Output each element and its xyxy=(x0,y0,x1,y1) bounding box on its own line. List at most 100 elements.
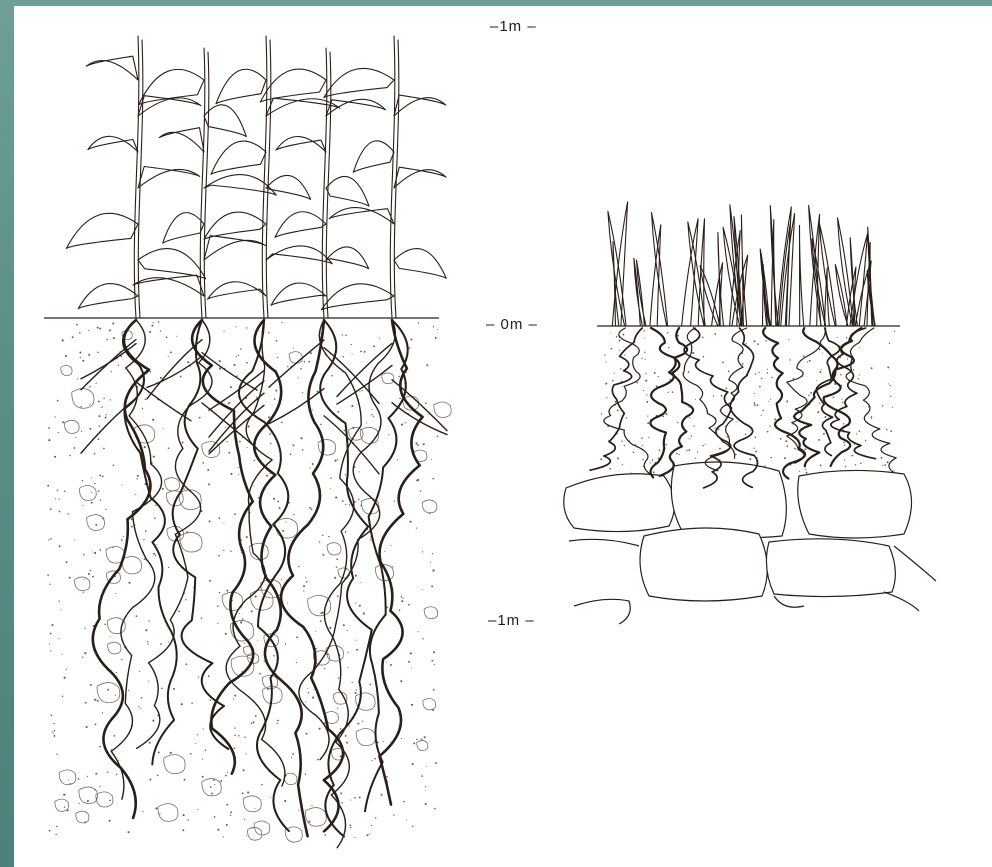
soil-speck xyxy=(705,444,706,445)
soil-speck xyxy=(234,695,236,697)
soil-speck xyxy=(52,731,53,732)
soil-speck xyxy=(144,446,146,448)
soil-speck xyxy=(416,443,418,445)
soil-speck xyxy=(355,692,357,694)
soil-speck xyxy=(92,551,93,552)
corn-leaf xyxy=(66,213,138,248)
soil-speck xyxy=(106,339,108,341)
soil-speck xyxy=(225,633,227,635)
soil-speck xyxy=(225,427,226,428)
soil-speck xyxy=(871,418,872,419)
soil-speck xyxy=(431,585,433,587)
soil-speck xyxy=(96,383,97,384)
corn-leaf xyxy=(159,128,204,152)
soil-speck xyxy=(722,362,724,364)
corn-leaf xyxy=(211,141,266,174)
soil-speck xyxy=(871,367,873,369)
soil-speck xyxy=(352,682,353,683)
soil-speck xyxy=(282,535,283,536)
soil-speck xyxy=(714,333,716,335)
soil-speck xyxy=(182,442,184,444)
soil-speck xyxy=(163,428,164,429)
soil-speck xyxy=(645,359,646,360)
soil-speck xyxy=(87,776,88,777)
soil-speck xyxy=(223,550,224,551)
soil-speck xyxy=(761,415,762,416)
soil-speck xyxy=(754,402,756,404)
soil-speck xyxy=(408,661,410,663)
soil-speck xyxy=(168,567,169,568)
soil-speck xyxy=(820,369,821,370)
soil-speck xyxy=(251,723,253,725)
soil-speck xyxy=(99,549,101,551)
soil-clod xyxy=(417,741,428,751)
soil-speck xyxy=(123,536,124,537)
corn-leaf xyxy=(321,284,394,310)
soil-speck xyxy=(309,507,311,509)
soil-speck xyxy=(305,701,306,702)
soil-speck xyxy=(352,353,353,354)
soil-speck xyxy=(168,356,169,357)
soil-speck xyxy=(238,467,239,468)
soil-speck xyxy=(846,337,847,338)
main-root xyxy=(173,320,229,749)
soil-speck xyxy=(688,407,689,408)
soil-speck xyxy=(296,662,297,663)
soil-speck xyxy=(255,596,257,598)
soil-speck xyxy=(319,541,320,542)
soil-speck xyxy=(642,459,644,461)
soil-speck xyxy=(64,490,66,492)
soil-speck xyxy=(160,330,161,331)
soil-speck xyxy=(431,660,433,662)
soil-speck xyxy=(433,651,435,653)
soil-speck xyxy=(113,465,115,467)
soil-speck xyxy=(238,355,239,356)
soil-speck xyxy=(82,505,83,506)
soil-speck xyxy=(894,470,895,471)
soil-speck xyxy=(784,457,786,459)
soil-speck xyxy=(755,373,756,374)
soil-speck xyxy=(642,445,643,446)
soil-speck xyxy=(300,368,302,370)
soil-speck xyxy=(606,362,607,363)
soil-clod xyxy=(327,543,341,555)
stone xyxy=(640,528,767,601)
soil-speck xyxy=(153,456,155,458)
soil-speck xyxy=(392,566,393,567)
soil-speck xyxy=(308,692,310,694)
soil-speck xyxy=(351,405,353,407)
soil-clod xyxy=(423,699,436,710)
soil-speck xyxy=(653,471,655,473)
soil-speck xyxy=(422,638,423,639)
soil-speck xyxy=(95,724,97,726)
soil-speck xyxy=(178,610,180,612)
soil-speck xyxy=(347,667,348,668)
soil-speck xyxy=(243,769,245,771)
soil-speck xyxy=(745,434,747,436)
soil-speck xyxy=(819,348,821,350)
soil-speck xyxy=(405,422,406,423)
soil-speck xyxy=(306,581,308,583)
soil-speck xyxy=(140,708,141,709)
soil-speck xyxy=(247,791,249,793)
soil-speck xyxy=(149,620,150,621)
soil-clod xyxy=(158,804,178,822)
soil-speck xyxy=(769,426,770,427)
corn-leaf xyxy=(329,208,394,224)
soil-speck xyxy=(622,334,624,336)
corn-leaf xyxy=(266,175,311,199)
soil-speck xyxy=(115,695,116,696)
soil-speck xyxy=(255,808,256,809)
soil-speck xyxy=(330,488,331,489)
soil-speck xyxy=(412,826,413,827)
stone xyxy=(798,470,912,538)
soil-speck xyxy=(406,819,407,820)
soil-speck xyxy=(881,457,883,459)
corn-leaf xyxy=(271,283,326,305)
soil-speck xyxy=(107,771,109,773)
soil-speck xyxy=(644,352,645,353)
soil-speck xyxy=(49,584,50,585)
soil-speck xyxy=(843,423,844,424)
soil-speck xyxy=(615,401,617,403)
soil-speck xyxy=(69,577,71,579)
